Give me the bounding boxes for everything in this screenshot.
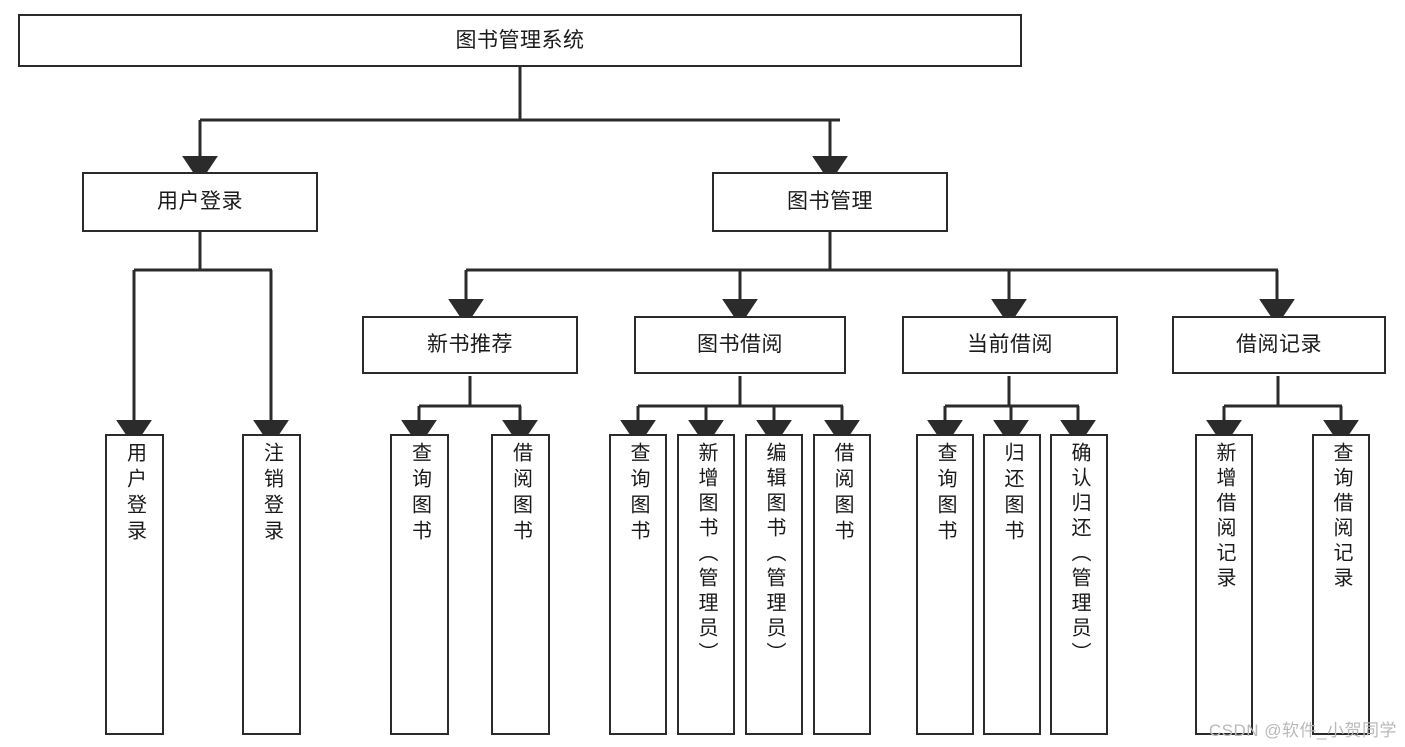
node-label: 借阅图书 bbox=[831, 442, 853, 546]
node-label: 查询图书 bbox=[408, 442, 431, 546]
node-book-borrow[interactable]: 图书借阅 bbox=[634, 316, 846, 374]
leaf-user-login-login[interactable]: 用户登录 bbox=[105, 434, 164, 735]
node-label: 新增借阅记录 bbox=[1213, 442, 1235, 592]
node-label: 借阅图书 bbox=[509, 442, 532, 546]
node-label: 查询图书 bbox=[934, 442, 956, 546]
leaf-book-borrow-borrow[interactable]: 借阅图书 bbox=[813, 434, 871, 735]
node-root-system[interactable]: 图书管理系统 bbox=[18, 14, 1022, 67]
node-label: 查询借阅记录 bbox=[1330, 442, 1352, 592]
leaf-current-borrow-confirm-return[interactable]: 确认归还（管理员） bbox=[1050, 434, 1108, 735]
node-label: 新书推荐 bbox=[427, 333, 513, 357]
leaf-current-borrow-query[interactable]: 查询图书 bbox=[916, 434, 974, 735]
node-label: 确认归还（管理员） bbox=[1068, 442, 1090, 667]
node-label: 借阅记录 bbox=[1236, 333, 1322, 357]
node-label: 注销登录 bbox=[260, 442, 283, 546]
leaf-new-book-borrow[interactable]: 借阅图书 bbox=[491, 434, 550, 735]
leaf-borrow-record-query[interactable]: 查询借阅记录 bbox=[1312, 434, 1370, 735]
node-user-login[interactable]: 用户登录 bbox=[82, 172, 318, 232]
node-label: 查询图书 bbox=[627, 442, 649, 546]
leaf-new-book-query[interactable]: 查询图书 bbox=[390, 434, 449, 735]
node-label: 当前借阅 bbox=[967, 333, 1053, 357]
csdn-watermark: CSDN @软件_小贺同学 bbox=[1208, 721, 1397, 740]
node-borrow-record[interactable]: 借阅记录 bbox=[1172, 316, 1386, 374]
node-label: 图书管理 bbox=[787, 190, 873, 214]
node-book-management[interactable]: 图书管理 bbox=[712, 172, 948, 232]
leaf-user-login-logout[interactable]: 注销登录 bbox=[242, 434, 301, 735]
leaf-book-borrow-query[interactable]: 查询图书 bbox=[609, 434, 667, 735]
leaf-book-borrow-edit[interactable]: 编辑图书（管理员） bbox=[745, 434, 803, 735]
leaf-book-borrow-add[interactable]: 新增图书（管理员） bbox=[677, 434, 735, 735]
node-new-book-recommend[interactable]: 新书推荐 bbox=[362, 316, 578, 374]
node-label: 用户登录 bbox=[123, 442, 146, 546]
leaf-current-borrow-return[interactable]: 归还图书 bbox=[983, 434, 1041, 735]
node-label: 图书借阅 bbox=[697, 333, 783, 357]
node-label: 编辑图书（管理员） bbox=[763, 442, 785, 667]
node-label: 图书管理系统 bbox=[455, 28, 585, 52]
node-current-borrow[interactable]: 当前借阅 bbox=[902, 316, 1118, 374]
node-label: 新增图书（管理员） bbox=[695, 442, 717, 667]
node-label: 用户登录 bbox=[157, 190, 243, 214]
node-label: 归还图书 bbox=[1001, 442, 1023, 546]
leaf-borrow-record-add[interactable]: 新增借阅记录 bbox=[1195, 434, 1253, 735]
